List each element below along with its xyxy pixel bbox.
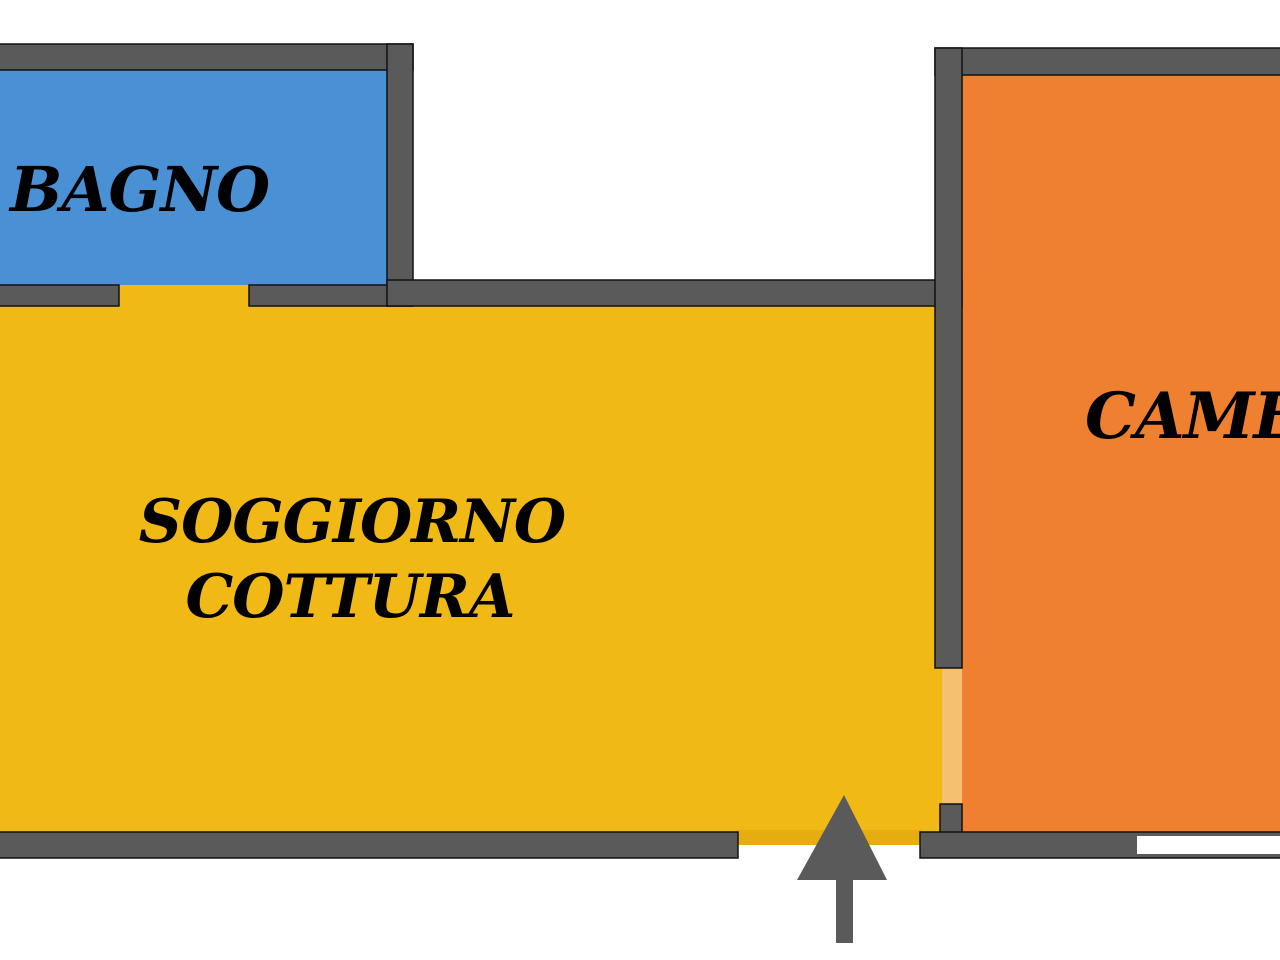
room-camera [960,74,1280,834]
wall-camera-left-lower [939,803,963,835]
wall-bottom-left [0,831,739,859]
camera-door-opening [942,666,962,806]
wall-camera-top [934,47,1280,76]
label-camera: CAMERA [1085,379,1280,454]
label-bagno: BAGNO [8,153,270,226]
wall-soggiorno-top [386,279,963,307]
room-bagno [0,70,388,288]
label-soggiorno: SOGGIORNO [139,487,566,557]
wall-bagno-right [386,43,414,307]
wall-camera-left [934,47,963,669]
arrow-up-icon [797,795,887,943]
label-cottura: COTTURA [186,562,515,632]
walls [0,43,1280,859]
room-soggiorno-cottura [0,305,942,833]
wall-bagno-bottom-left [0,284,120,307]
window-camera [1137,836,1280,854]
bagno-door-opening [118,285,251,307]
wall-bagno-top [0,43,414,71]
